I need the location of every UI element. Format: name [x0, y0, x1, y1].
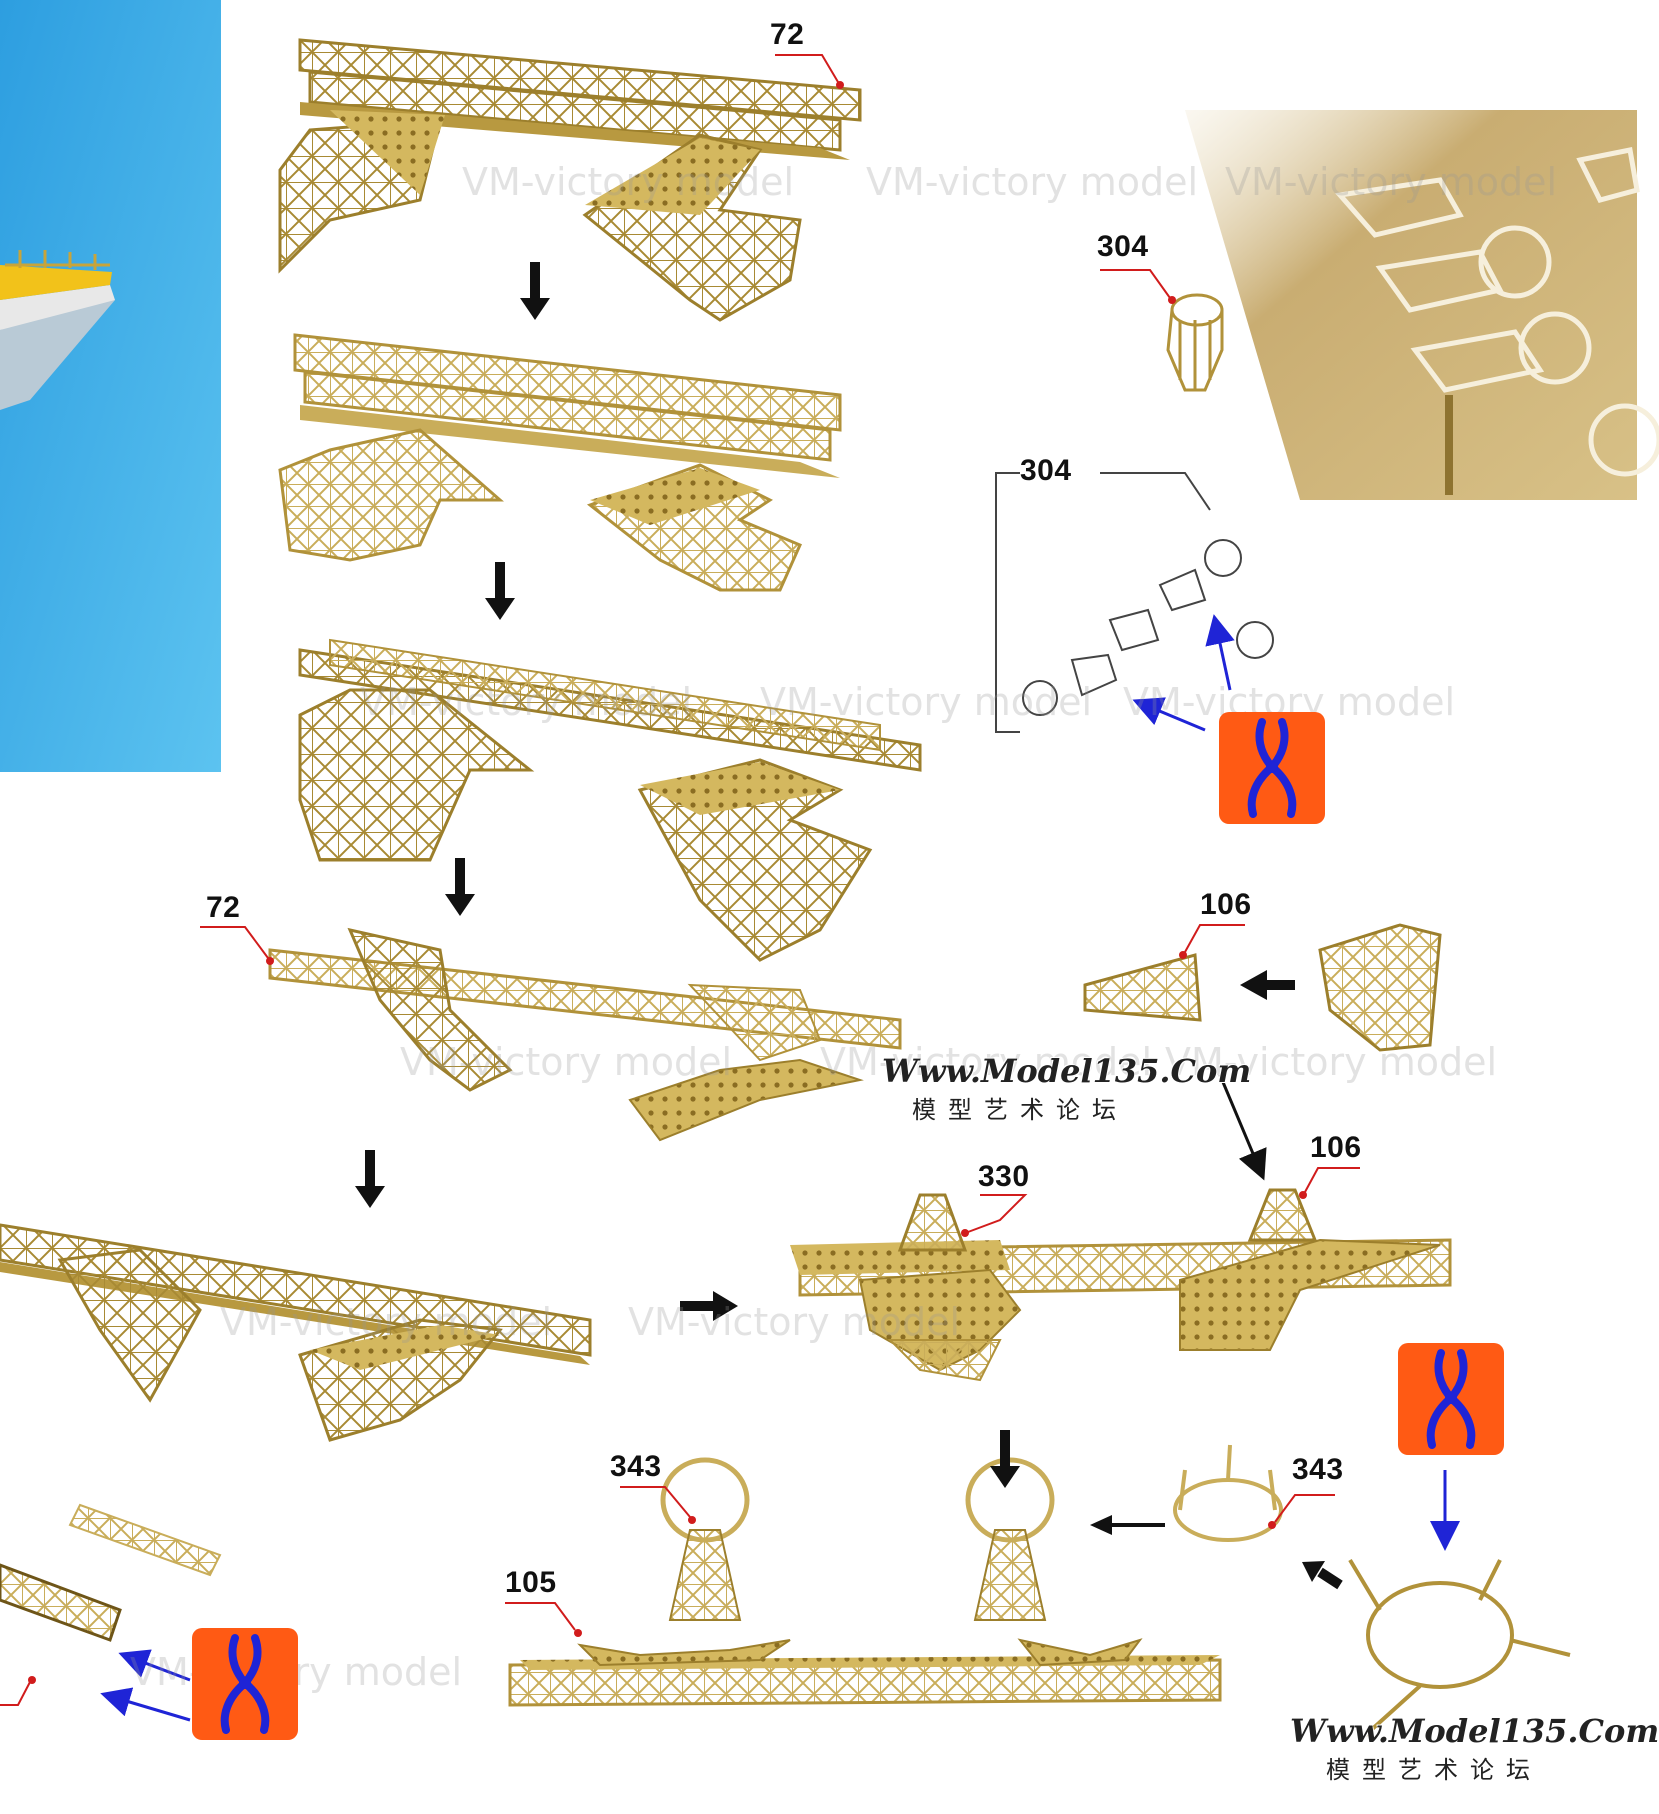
label-304-diagram: 304	[1020, 454, 1072, 487]
step3-part	[298, 638, 922, 962]
etched-sheet-photo	[1185, 110, 1659, 500]
label-106-top: 106	[1200, 888, 1252, 921]
step4-part	[268, 927, 902, 1142]
tower-assembly	[790, 1188, 1452, 1382]
label-105: 105	[505, 1566, 557, 1599]
site-name-cn-mid: 模型艺术论坛	[912, 1096, 1128, 1124]
pliers-icon	[192, 1628, 298, 1740]
step2-part	[278, 333, 842, 592]
ladder-part	[0, 1503, 222, 1642]
part-304-cage	[1166, 293, 1224, 392]
flow-arrows	[355, 262, 1343, 1590]
label-343-right: 343	[1292, 1453, 1344, 1486]
final-assembly	[508, 1457, 1222, 1707]
part-106-pieces	[1083, 923, 1442, 1052]
watermark: VM-victory model	[1165, 1040, 1498, 1084]
step1-part	[278, 38, 862, 322]
watermark: VM-victory model	[820, 1040, 1153, 1084]
blue-arrows	[100, 614, 1460, 1722]
watermark: VM-victory model	[462, 160, 795, 204]
part-343-ring	[1173, 1444, 1571, 1742]
watermark: VM-victory model	[866, 160, 1199, 204]
leader-lines	[0, 54, 1360, 1706]
pliers-icon	[1219, 712, 1325, 824]
label-330: 330	[978, 1160, 1030, 1193]
watermark: VM-victory model	[628, 1300, 961, 1344]
label-106-assembly: 106	[1310, 1131, 1362, 1164]
site-url-bottom: Www.Model135.Com	[1290, 1712, 1659, 1750]
ship-photo	[0, 0, 221, 772]
label-343-left: 343	[610, 1450, 662, 1483]
label-72-mid: 72	[206, 891, 241, 924]
pliers-icon	[1398, 1343, 1504, 1455]
site-name-cn-bottom: 模型艺术论坛	[1326, 1756, 1542, 1784]
watermark: VM-victory model	[400, 1040, 733, 1084]
watermark: VM-victory model	[760, 680, 1093, 724]
site-url-mid: Www.Model135.Com	[882, 1052, 1252, 1090]
step5-part	[0, 1223, 592, 1442]
part-304-sketch	[995, 472, 1274, 733]
label-304-photo: 304	[1097, 230, 1149, 263]
watermark: VM-victory model	[360, 680, 693, 724]
watermark: VM-victory model	[220, 1300, 553, 1344]
label-72-top: 72	[770, 18, 805, 51]
watermark: VM-victory model	[1225, 160, 1558, 204]
